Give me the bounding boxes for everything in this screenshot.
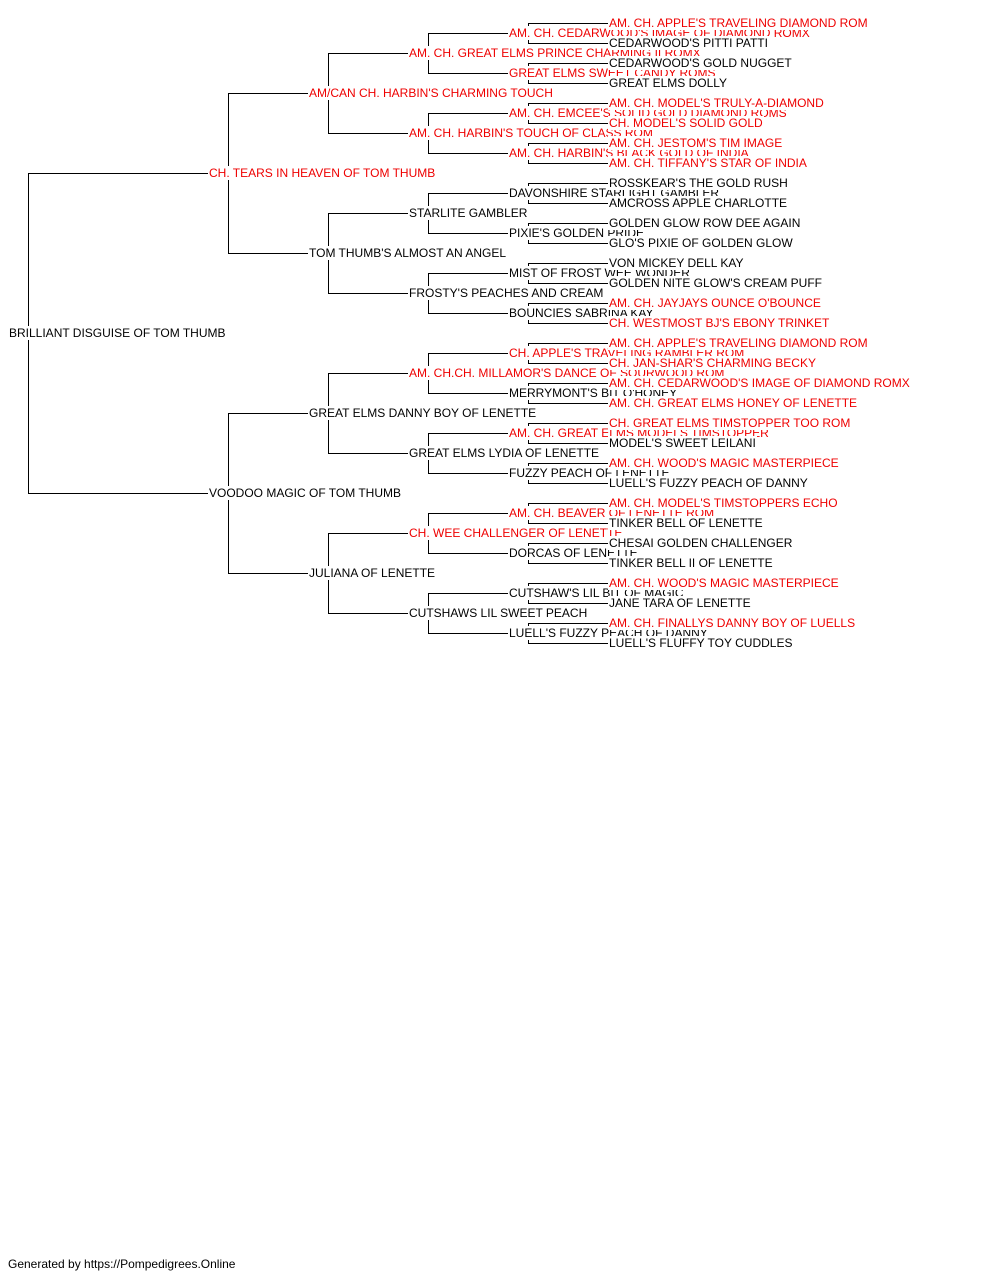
pedigree-name-gen5: GLO'S PIXIE OF GOLDEN GLOW [608,236,794,250]
pedigree-name-gen5: VON MICKEY DELL KAY [608,256,745,270]
pedigree-name-gen5: AM. CH. JESTOM'S TIM IMAGE [608,136,784,150]
pedigree-name-gen5: CH. WESTMOST BJ'S EBONY TRINKET [608,316,831,330]
pedigree-name-gen5: TINKER BELL OF LENETTE [608,516,764,530]
pedigree-name-gen5: CEDARWOOD'S PITTI PATTI [608,36,769,50]
pedigree-name-gen5: CEDARWOOD'S GOLD NUGGET [608,56,793,70]
pedigree-name-gen5: CH. JAN-SHAR'S CHARMING BECKY [608,356,817,370]
pedigree-name-gen5: CH. GREAT ELMS TIMSTOPPER TOO ROM [608,416,852,430]
pedigree-name-gen5: AMCROSS APPLE CHARLOTTE [608,196,789,210]
pedigree-name-gen5: AM. CH. MODEL'S TIMSTOPPERS ECHO [608,496,839,510]
pedigree-name-gen0: BRILLIANT DISGUISE OF TOM THUMB [8,326,227,340]
pedigree-name-gen5: AM. CH. APPLE'S TRAVELING DIAMOND ROM [608,16,869,30]
pedigree-name-gen2: AM/CAN CH. HARBIN'S CHARMING TOUCH [308,86,554,100]
pedigree-name-gen1: VOODOO MAGIC OF TOM THUMB [208,486,403,500]
pedigree-name-gen5: AM. CH. WOOD'S MAGIC MASTERPIECE [608,576,840,590]
pedigree-name-gen5: JANE TARA OF LENETTE [608,596,752,610]
pedigree-name-gen1: CH. TEARS IN HEAVEN OF TOM THUMB [208,166,437,180]
pedigree-name-gen4: DORCAS OF LENETTE [508,546,639,560]
pedigree-name-gen3: GREAT ELMS LYDIA OF LENETTE [408,446,601,460]
pedigree-name-gen3: FROSTY'S PEACHES AND CREAM [408,286,605,300]
pedigree-name-gen5: MODEL'S SWEET LEILANI [608,436,757,450]
pedigree-name-gen5: AM. CH. MODEL'S TRULY-A-DIAMOND [608,96,825,110]
generated-by-footer: Generated by https://Pompedigrees.Online [8,1257,236,1271]
pedigree-name-gen5: AM. CH. TIFFANY'S STAR OF INDIA [608,156,808,170]
pedigree-name-gen3: STARLITE GAMBLER [408,206,529,220]
pedigree-name-gen3: CUTSHAWS LIL SWEET PEACH [408,606,589,620]
pedigree-name-gen5: ROSSKEAR'S THE GOLD RUSH [608,176,789,190]
pedigree-name-gen5: GREAT ELMS DOLLY [608,76,729,90]
pedigree-name-gen5: CHESAI GOLDEN CHALLENGER [608,536,794,550]
pedigree-name-gen2: JULIANA OF LENETTE [308,566,437,580]
pedigree-name-gen5: GOLDEN GLOW ROW DEE AGAIN [608,216,802,230]
pedigree-name-gen3: CH. WEE CHALLENGER OF LENETTE [408,526,624,540]
pedigree-name-gen5: CH. MODEL'S SOLID GOLD [608,116,764,130]
pedigree-name-gen2: TOM THUMB'S ALMOST AN ANGEL [308,246,508,260]
pedigree-name-gen5: AM. CH. GREAT ELMS HONEY OF LENETTE [608,396,859,410]
pedigree-name-gen5: AM. CH. JAYJAYS OUNCE O'BOUNCE [608,296,822,310]
pedigree-name-gen5: TINKER BELL II OF LENETTE [608,556,774,570]
pedigree-name-gen5: GOLDEN NITE GLOW'S CREAM PUFF [608,276,823,290]
pedigree-name-gen5: LUELL'S FLUFFY TOY CUDDLES [608,636,794,650]
pedigree-name-gen5: AM. CH. CEDARWOOD'S IMAGE OF DIAMOND ROM… [608,376,911,390]
pedigree-name-gen3: AM. CH. HARBIN'S TOUCH OF CLASS ROM [408,126,654,140]
pedigree-name-gen5: LUELL'S FUZZY PEACH OF DANNY [608,476,809,490]
pedigree-name-gen5: AM. CH. WOOD'S MAGIC MASTERPIECE [608,456,840,470]
pedigree-name-gen5: AM. CH. APPLE'S TRAVELING DIAMOND ROM [608,336,869,350]
pedigree-name-gen5: AM. CH. FINALLYS DANNY BOY OF LUELLS [608,616,857,630]
pedigree-name-gen2: GREAT ELMS DANNY BOY OF LENETTE [308,406,538,420]
